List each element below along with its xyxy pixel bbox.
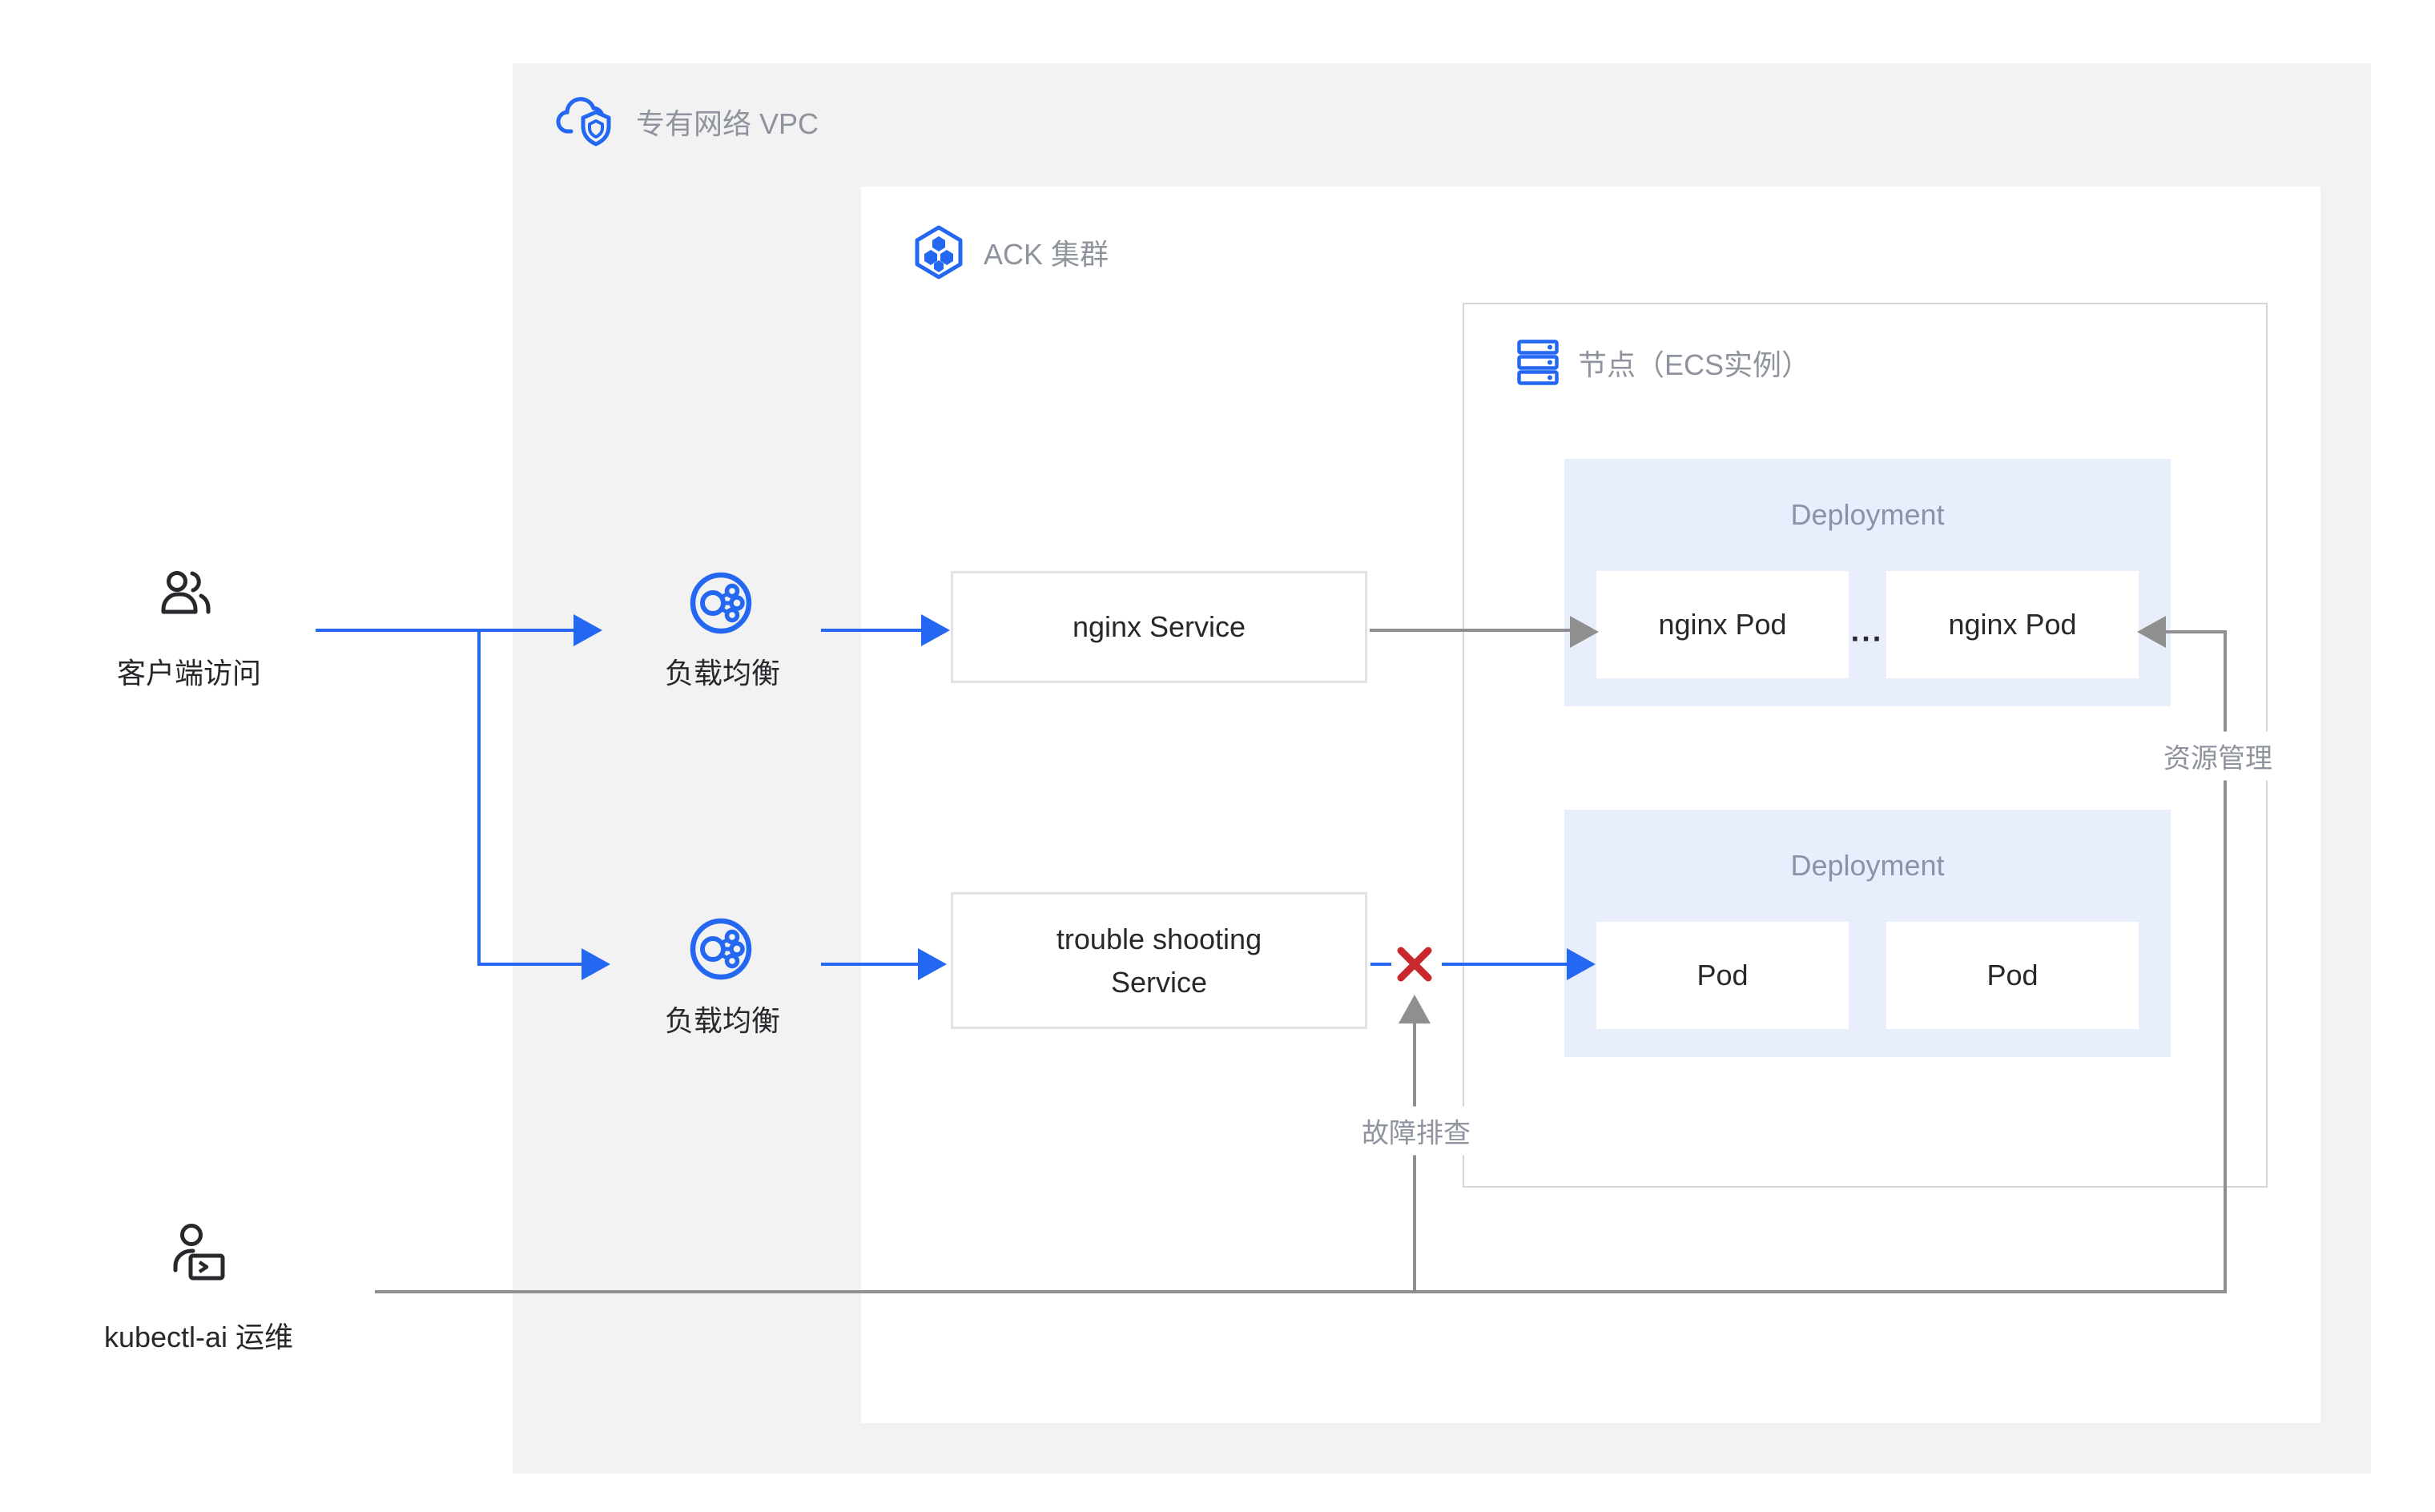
troubleshoot-label: 故障排查 bbox=[1352, 1106, 1480, 1156]
lb2-label: 负载均衡 bbox=[664, 1004, 781, 1037]
lb1-label: 负载均衡 bbox=[664, 657, 781, 690]
edge-resource-vertical bbox=[2224, 630, 2227, 1293]
nginx-pod-1: nginx Pod bbox=[1596, 571, 1849, 678]
x-cross-icon bbox=[1395, 945, 1434, 983]
client-label: 客户端访问 bbox=[116, 657, 262, 690]
nginx-service-label: nginx Service bbox=[1072, 610, 1246, 643]
pod-1: Pod bbox=[1596, 922, 1849, 1029]
edge-lb2-to-trouble-service bbox=[821, 963, 918, 966]
edge-trouble-to-x bbox=[1370, 963, 1391, 966]
arrowhead-to-pod-1 bbox=[1567, 948, 1596, 980]
nginx-pod-2: nginx Pod bbox=[1886, 571, 2139, 678]
server-stack-icon bbox=[1517, 340, 1559, 386]
arrowhead-to-lb1 bbox=[574, 614, 602, 646]
edge-lb1-to-nginx-service bbox=[821, 629, 921, 632]
arrowhead-to-lb2 bbox=[582, 948, 610, 980]
pod-2: Pod bbox=[1886, 922, 2139, 1029]
node-header: 节点（ECS实例） bbox=[1517, 340, 1810, 386]
kubectl-label: kubectl-ai 运维 bbox=[103, 1321, 294, 1353]
ack-label: ACK 集群 bbox=[984, 238, 1109, 271]
operator-terminal-icon bbox=[170, 1224, 227, 1291]
node-label: 节点（ECS实例） bbox=[1578, 348, 1811, 381]
edge-client-branch-vertical bbox=[477, 629, 481, 966]
edge-nginx-service-to-pod bbox=[1370, 629, 1572, 632]
vpc-header: 专有网络 VPC bbox=[556, 94, 819, 149]
deployment-top-label: Deployment bbox=[1790, 498, 1945, 531]
users-icon bbox=[159, 569, 213, 626]
edge-client-to-lb1 bbox=[316, 629, 574, 632]
edge-client-to-lb2 bbox=[477, 963, 582, 966]
arrowhead-to-nginx-service bbox=[921, 614, 950, 646]
trouble-shooting-service-box: trouble shooting Service bbox=[951, 892, 1367, 1029]
resource-management-label: 资源管理 bbox=[2154, 731, 2282, 781]
cloud-shield-icon bbox=[556, 94, 617, 149]
edge-resource-horizontal bbox=[2166, 630, 2227, 633]
ack-header: ACK 集群 bbox=[913, 224, 1109, 280]
arrowhead-to-nginx-pod-2 bbox=[2137, 616, 2166, 648]
edge-x-to-pod bbox=[1442, 963, 1567, 966]
trouble-shooting-service-label: trouble shooting Service bbox=[1056, 922, 1262, 999]
arrowhead-to-trouble-service bbox=[918, 948, 947, 980]
edge-kubectl-horizontal bbox=[375, 1290, 2227, 1293]
arrowhead-troubleshoot-up bbox=[1399, 995, 1431, 1023]
vpc-label: 专有网络 VPC bbox=[636, 107, 819, 140]
pods-ellipsis: ... bbox=[1850, 614, 1884, 649]
deployment-bottom-label: Deployment bbox=[1790, 849, 1945, 882]
hexagon-cubes-icon bbox=[913, 224, 964, 280]
load-balancer-icon bbox=[689, 917, 753, 981]
arrowhead-to-nginx-pod-1 bbox=[1570, 616, 1599, 648]
load-balancer-icon bbox=[689, 571, 753, 635]
edge-troubleshoot-vertical bbox=[1413, 1023, 1416, 1293]
nginx-service-box: nginx Service bbox=[951, 571, 1367, 683]
